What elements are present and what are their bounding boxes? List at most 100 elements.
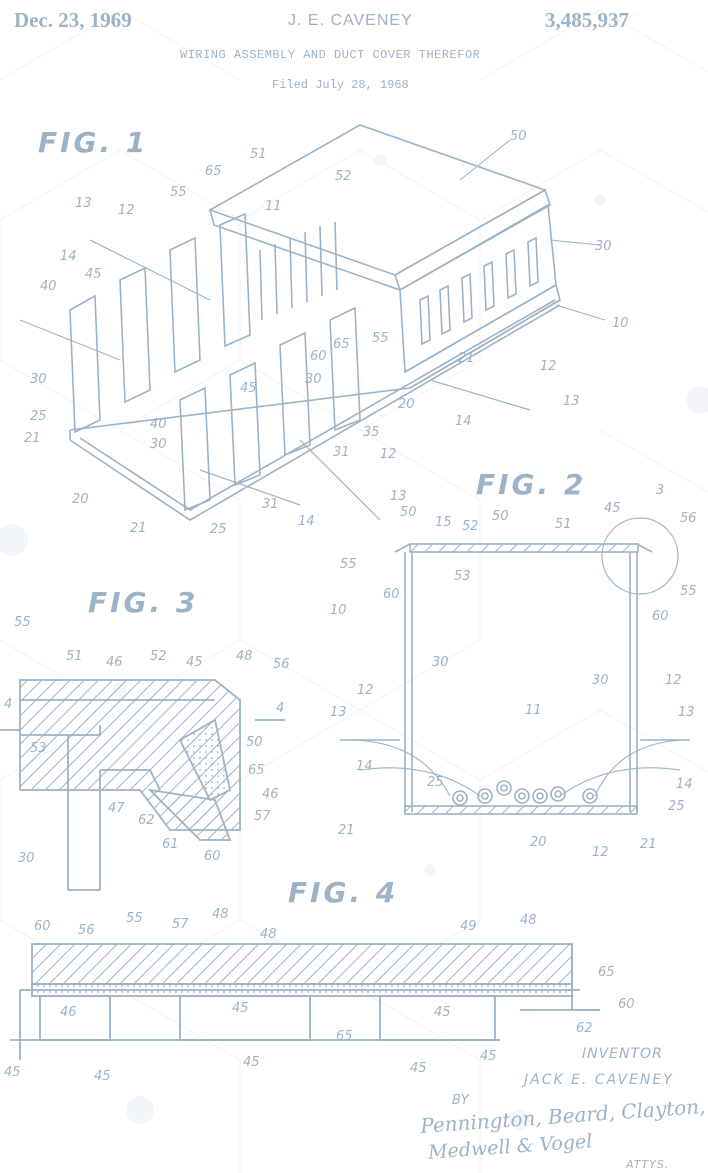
svg-text:52: 52 — [150, 649, 167, 664]
svg-text:56: 56 — [680, 511, 697, 526]
svg-text:45: 45 — [410, 1061, 427, 1076]
svg-text:55: 55 — [170, 185, 187, 200]
svg-text:52: 52 — [462, 519, 479, 534]
fig1-drawing — [19, 124, 606, 521]
svg-text:25: 25 — [668, 799, 685, 814]
patent-number: 3,485,937 — [545, 8, 629, 32]
svg-text:30: 30 — [592, 673, 609, 688]
svg-text:65: 65 — [336, 1029, 353, 1044]
svg-text:57: 57 — [254, 809, 271, 824]
svg-text:20: 20 — [398, 397, 415, 412]
svg-text:10: 10 — [330, 603, 347, 618]
svg-text:65: 65 — [248, 763, 265, 778]
svg-text:51: 51 — [555, 517, 572, 532]
svg-text:21: 21 — [338, 823, 355, 838]
svg-text:14: 14 — [60, 249, 77, 264]
svg-text:57: 57 — [172, 917, 189, 932]
svg-text:48: 48 — [260, 927, 277, 942]
svg-text:25: 25 — [210, 522, 227, 537]
svg-text:21: 21 — [458, 351, 475, 366]
svg-text:45: 45 — [85, 267, 102, 282]
svg-text:12: 12 — [592, 845, 609, 860]
attys-label: ATTYS. — [626, 1158, 670, 1171]
svg-text:56: 56 — [78, 923, 95, 938]
svg-text:55: 55 — [340, 557, 357, 572]
svg-text:55: 55 — [126, 911, 143, 926]
svg-text:14: 14 — [676, 777, 693, 792]
svg-text:12: 12 — [665, 673, 682, 688]
svg-text:45: 45 — [186, 655, 203, 670]
svg-text:4: 4 — [4, 697, 12, 712]
svg-text:4: 4 — [276, 701, 284, 716]
fig4-label: FIG. 4 — [288, 876, 399, 909]
svg-text:48: 48 — [212, 907, 229, 922]
svg-text:60: 60 — [618, 997, 635, 1012]
svg-text:12: 12 — [540, 359, 557, 374]
svg-text:62: 62 — [138, 813, 155, 828]
fig2-label: FIG. 2 — [476, 468, 587, 501]
svg-text:30: 30 — [18, 851, 35, 866]
svg-text:50: 50 — [510, 129, 527, 144]
svg-text:46: 46 — [60, 1005, 77, 1020]
svg-text:48: 48 — [520, 913, 537, 928]
svg-text:13: 13 — [330, 705, 347, 720]
svg-text:53: 53 — [454, 569, 471, 584]
filed-date: Filed July 28, 1968 — [272, 78, 409, 92]
svg-text:10: 10 — [612, 316, 629, 331]
svg-text:60: 60 — [310, 349, 327, 364]
fig1-reference-numerals: 50 52 65 51 55 13 12 11 14 45 40 30 10 1… — [24, 129, 629, 537]
svg-text:13: 13 — [390, 489, 407, 504]
svg-text:31: 31 — [262, 497, 279, 512]
inventor-name: JACK E. CAVENEY — [524, 1072, 674, 1088]
svg-text:55: 55 — [14, 615, 31, 630]
svg-text:47: 47 — [108, 801, 125, 816]
svg-text:45: 45 — [4, 1065, 21, 1080]
fig4-reference-numerals: 60 56 55 57 48 48 49 48 65 60 62 46 45 4… — [4, 907, 635, 1084]
svg-text:65: 65 — [333, 337, 350, 352]
svg-text:30: 30 — [150, 437, 167, 452]
svg-text:50: 50 — [246, 735, 263, 750]
svg-text:45: 45 — [434, 1005, 451, 1020]
svg-text:14: 14 — [455, 414, 472, 429]
inventor-label: INVENTOR — [582, 1046, 663, 1062]
fig3-drawing — [0, 679, 285, 891]
svg-text:51: 51 — [250, 147, 267, 162]
svg-text:35: 35 — [363, 425, 380, 440]
svg-text:40: 40 — [150, 417, 167, 432]
svg-text:21: 21 — [130, 521, 147, 536]
svg-text:21: 21 — [24, 431, 41, 446]
svg-text:50: 50 — [492, 509, 509, 524]
svg-text:65: 65 — [598, 965, 615, 980]
svg-text:45: 45 — [240, 381, 257, 396]
svg-text:15: 15 — [435, 515, 452, 530]
svg-text:45: 45 — [480, 1049, 497, 1064]
svg-text:12: 12 — [118, 203, 135, 218]
svg-text:49: 49 — [460, 919, 477, 934]
svg-text:14: 14 — [298, 514, 315, 529]
svg-text:60: 60 — [652, 609, 669, 624]
patent-title: WIRING ASSEMBLY AND DUCT COVER THEREFOR — [180, 48, 481, 62]
svg-text:13: 13 — [678, 705, 695, 720]
svg-text:30: 30 — [30, 372, 47, 387]
svg-text:56: 56 — [273, 657, 290, 672]
svg-text:30: 30 — [305, 372, 322, 387]
svg-text:45: 45 — [94, 1069, 111, 1084]
svg-text:40: 40 — [40, 279, 57, 294]
svg-text:48: 48 — [236, 649, 253, 664]
svg-text:12: 12 — [380, 447, 397, 462]
svg-text:45: 45 — [243, 1055, 260, 1070]
svg-text:25: 25 — [427, 775, 444, 790]
svg-text:53: 53 — [30, 741, 47, 756]
svg-text:3: 3 — [656, 483, 664, 498]
svg-text:21: 21 — [640, 837, 657, 852]
svg-text:46: 46 — [262, 787, 279, 802]
svg-text:60: 60 — [204, 849, 221, 864]
fig2-drawing — [340, 517, 691, 815]
svg-text:20: 20 — [530, 835, 547, 850]
svg-text:52: 52 — [335, 169, 352, 184]
fig3-reference-numerals: 55 51 46 52 45 48 56 4 4 53 50 65 46 57 … — [4, 615, 290, 866]
svg-text:11: 11 — [525, 703, 542, 718]
svg-text:13: 13 — [75, 196, 92, 211]
svg-text:62: 62 — [576, 1021, 593, 1036]
